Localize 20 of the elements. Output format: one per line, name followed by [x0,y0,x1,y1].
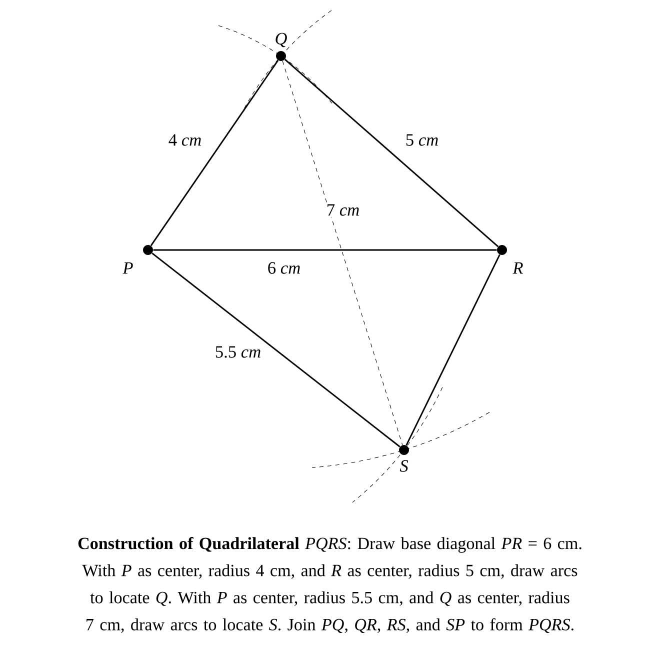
point: R [497,245,524,274]
edge-label: 5 cm [404,132,440,148]
node-label: R [512,262,524,274]
point: Q [276,32,287,61]
node-label: P [122,262,133,274]
line-segment [153,249,497,251]
line-segment [282,60,403,446]
point: S [399,445,409,472]
line-segment [150,60,279,246]
edge-label: 5.5 cm [214,344,262,360]
node-label: S [400,460,408,472]
edge-label: 6 cm [266,260,302,276]
line-segment [152,252,400,448]
edge-label: 4 cm [167,132,203,148]
point: P [122,245,153,274]
caption: Construction of Quadrilateral PQRS: Draw base diagonal PR = 6 cm. With P as center, radius 4 cm, and R as center, radius 5 cm, draw arcs to locate Q. With P as center, radius 5.5 cm, and Q as center, radius 7 cm, draw arcs to locate S. Join PQ, QR, RS, and SP to form PQRS. [78,537,582,633]
line-segment [284,58,499,248]
node-label: Q [276,32,287,48]
line-segment [406,254,500,446]
edge-label: 7 cm [325,202,361,218]
